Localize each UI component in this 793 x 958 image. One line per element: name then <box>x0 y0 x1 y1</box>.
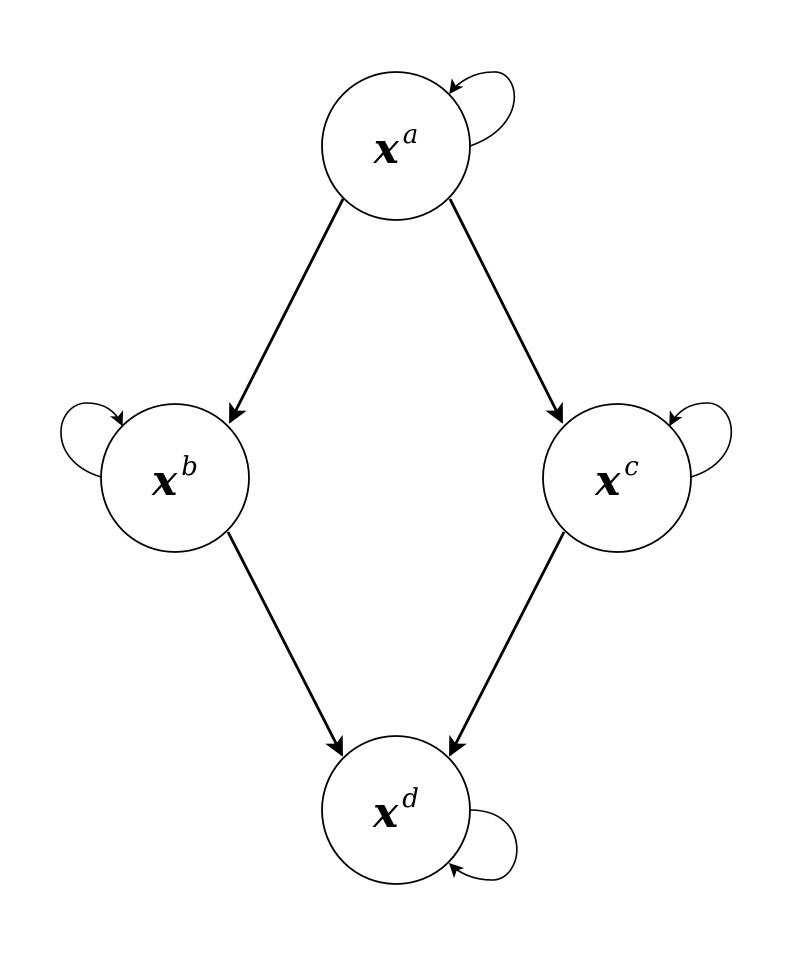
node-b-base: x <box>151 456 178 505</box>
self-loop-c <box>669 402 733 478</box>
node-b-circle <box>100 403 250 553</box>
node-c-base: x <box>594 456 621 505</box>
node-d-superscript: d <box>402 784 419 814</box>
self-loop-a <box>449 71 516 147</box>
node-c-superscript: c <box>624 452 639 482</box>
edge-b-to-d <box>226 531 344 757</box>
self-loops <box>60 71 733 881</box>
node-c-circle <box>542 403 692 553</box>
edge-a-to-c <box>448 198 564 424</box>
self-loop-b <box>60 402 124 478</box>
edges <box>226 198 566 757</box>
self-loop-d <box>448 809 518 881</box>
node-d-base: x <box>372 788 399 837</box>
node-d-circle <box>321 735 471 885</box>
node-a-base: x <box>373 124 400 173</box>
node-b-superscript: b <box>181 452 198 482</box>
node-a-superscript: a <box>403 120 419 150</box>
edge-c-to-d <box>448 531 566 757</box>
edge-a-to-b <box>228 198 345 424</box>
node-a-circle <box>321 71 471 221</box>
